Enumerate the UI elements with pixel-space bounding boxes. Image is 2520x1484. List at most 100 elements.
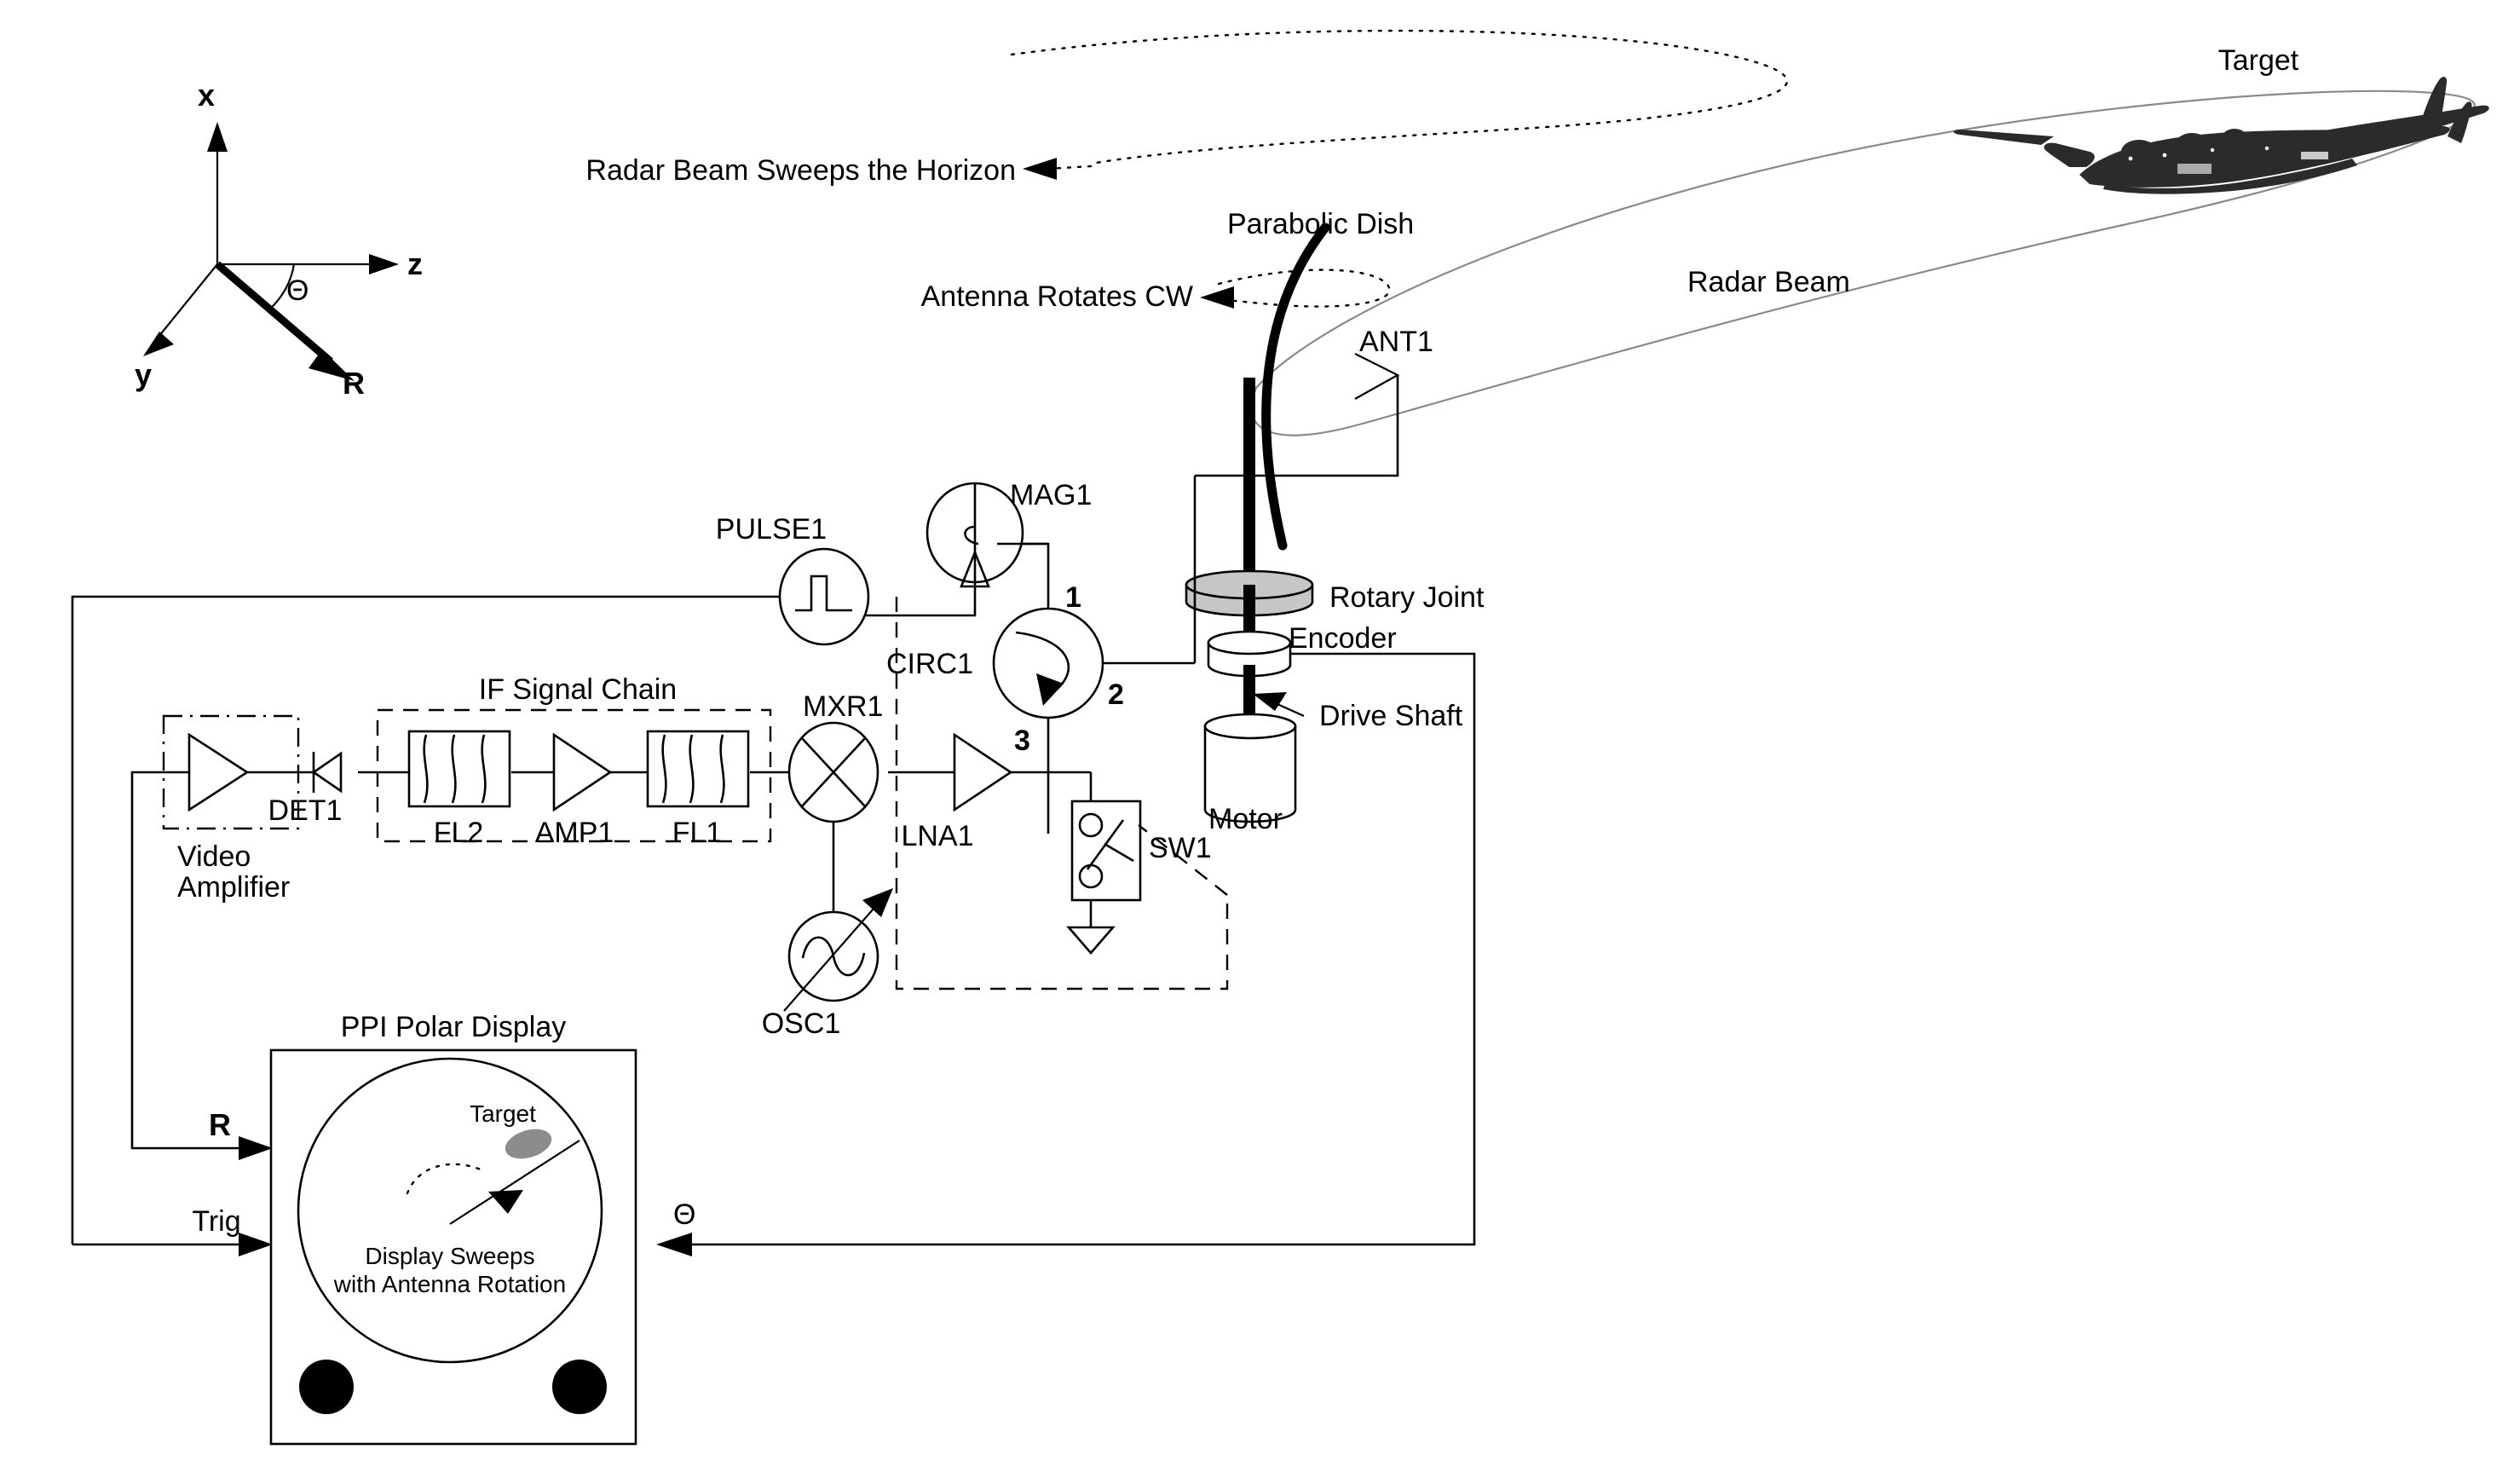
lna-group [888, 732, 1048, 812]
parabolic-dish-reflector [1261, 222, 1330, 551]
axis-y-arrowhead [143, 332, 174, 356]
circ1-body [992, 607, 1104, 719]
trig-arrowhead [239, 1233, 273, 1256]
circ1-label: CIRC1 [886, 648, 973, 680]
motor-group [1203, 713, 1297, 823]
det1-triangle [311, 751, 343, 794]
pulse1-trigger-bus [71, 595, 780, 1244]
horizon-sweep-dotted-path [1010, 29, 1789, 165]
ppi-display-title: PPI Polar Display [341, 1011, 567, 1043]
fl2-curve-2 [451, 734, 457, 804]
coordinate-axes-group [143, 122, 399, 381]
ppi-crt-screen [297, 1057, 603, 1364]
ppi-rotation-arc [406, 1163, 482, 1195]
axis-y-label: y [135, 357, 152, 392]
antenna-symbol-group [1195, 353, 1400, 477]
drive-shaft-label: Drive Shaft [1319, 700, 1463, 732]
circ1-rotation-arrowhead [1036, 673, 1064, 706]
pulse1-body [778, 547, 870, 646]
ppi-sweep-line [449, 1140, 580, 1225]
ppi-knob-right[interactable] [552, 1360, 607, 1414]
ppi-sweep-arrowhead [488, 1190, 523, 1214]
encoder-top [1207, 630, 1292, 655]
motor-body [1203, 725, 1297, 823]
mxr1-cross-2 [801, 737, 866, 807]
azimuth-signal-label: Θ [673, 1198, 695, 1231]
motor-top [1203, 713, 1297, 740]
sw1-label: SW1 [1149, 832, 1212, 864]
lna1-triangle [953, 732, 1013, 812]
fl2-label: FL2 [434, 817, 484, 849]
horizon-sweep-arrowhead [1023, 158, 1057, 180]
detector-group [281, 751, 343, 794]
if-signal-chain-label: IF Signal Chain [479, 673, 677, 706]
ppi-knob-left[interactable] [299, 1360, 354, 1414]
oscillator-group [783, 888, 893, 1012]
antenna-rotates-cw-label: Antenna Rotates CW [921, 280, 1193, 313]
lna1-label: LNA1 [901, 820, 973, 852]
amp1-triangle [552, 732, 613, 812]
axis-r-line [215, 261, 333, 365]
circ1-port3-label: 3 [1014, 725, 1030, 757]
rf-section-boundary [895, 597, 1229, 990]
axis-z-label: z [407, 246, 423, 281]
sw1-terminal-bottom [1078, 863, 1104, 889]
motor-label: Motor [1208, 803, 1283, 835]
waveguide-wiring-group [656, 476, 1476, 1256]
radar-beam-sweeps-label: Radar Beam Sweeps the Horizon [585, 154, 1016, 187]
antenna-rotation-arrowhead [1200, 286, 1234, 309]
sw1-actuator [1104, 842, 1134, 863]
rotary-joint-label: Rotary Joint [1329, 581, 1485, 614]
axis-r-label: R [343, 366, 365, 401]
axis-z-arrowhead [369, 254, 399, 274]
fl2-curve-3 [481, 734, 487, 804]
video-amplifier-label-2: Amplifier [177, 871, 290, 904]
pulse1-waveform-icon [795, 575, 852, 612]
sw1-ground-symbol [1066, 926, 1116, 955]
ppi-display-group [269, 1048, 637, 1446]
mxr1-label: MXR1 [803, 690, 883, 723]
trigger-signal-label: Trig [192, 1205, 240, 1238]
ppi-sweep-caption-2: with Antenna Rotation [333, 1271, 566, 1297]
switch-group [1066, 772, 1142, 955]
osc1-label: OSC1 [762, 1008, 841, 1040]
parabolic-dish-assembly [1243, 222, 1330, 588]
axis-y-line [154, 263, 218, 342]
circ1-port2-label: 2 [1108, 678, 1124, 711]
horizon-sweep-tail [1047, 165, 1093, 170]
pulse1-label: PULSE1 [716, 513, 827, 546]
theta-arc [268, 263, 296, 310]
sw1-terminal-top [1078, 812, 1104, 838]
drive-shaft-arrowhead [1253, 692, 1287, 711]
fl2-curve-1 [423, 734, 429, 804]
mag1-label: MAG1 [1010, 479, 1092, 511]
ant1-dipole-icon [1354, 353, 1400, 400]
ppi-sweep-caption-1: Display Sweeps [365, 1243, 534, 1269]
ppi-target-label: Target [470, 1100, 536, 1127]
range-signal-label: R [209, 1107, 231, 1142]
target-aircraft-silhouette [1953, 77, 2489, 194]
sw1-body-box [1070, 800, 1142, 902]
fl1-label: FL1 [672, 817, 723, 849]
mixer-group [750, 721, 879, 912]
amp1-label: AMP1 [535, 817, 614, 849]
axis-theta-label: Θ [286, 274, 309, 307]
beam-sweep-horizon-group [1010, 29, 1789, 309]
circ1-port1-label: 1 [1065, 581, 1081, 614]
ant1-feed-wire [1195, 375, 1399, 477]
ant1-label: ANT1 [1359, 326, 1433, 358]
video-amplifier-group [130, 732, 281, 1160]
theta-arrowhead [656, 1233, 692, 1256]
parabolic-dish-label: Parabolic Dish [1227, 208, 1414, 240]
axis-x-label: x [198, 78, 215, 113]
if-signal-chain-boundary [376, 708, 772, 843]
osc1-tuning-arrowhead [862, 888, 893, 917]
encoder-group [1207, 630, 1292, 678]
fl1-curve-3 [719, 734, 725, 804]
drive-shaft-callout [1253, 692, 1305, 718]
axis-x-arrowhead [207, 122, 228, 152]
mag1-filament-hook [964, 525, 979, 546]
encoder-label: Encoder [1289, 622, 1397, 655]
